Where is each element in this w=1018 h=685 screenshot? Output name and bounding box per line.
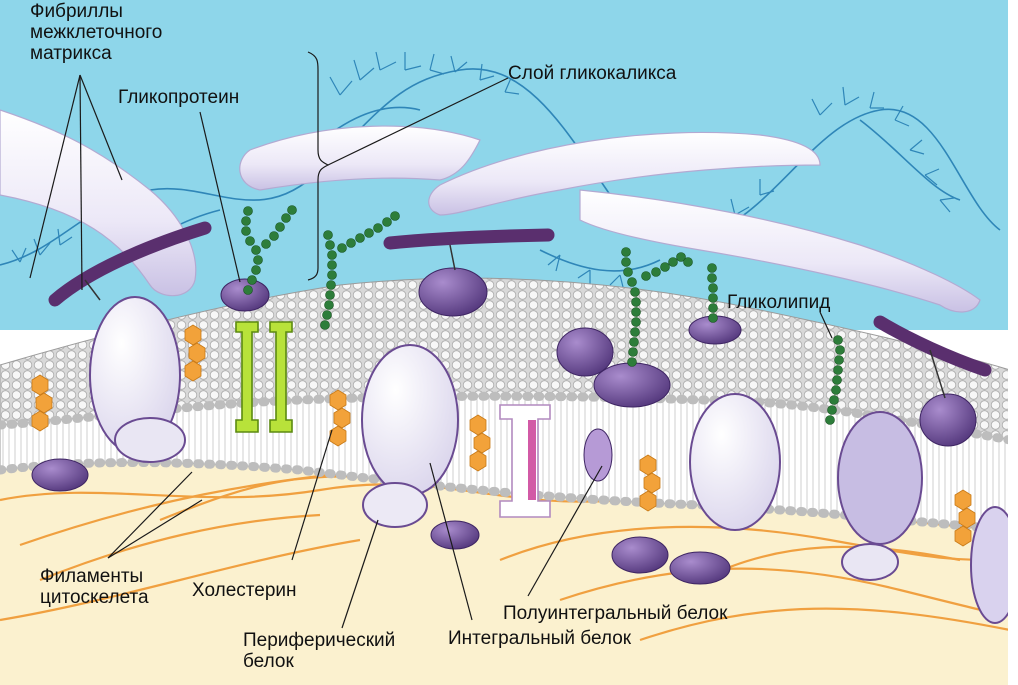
label-glycoprotein: Гликопротеин [118,87,240,108]
semi-integral-protein [499,404,551,518]
label-cytoskeleton-filaments-line-2: цитоскелета [40,587,149,608]
label-semi-integral-protein: Полуинтегральный белок [503,603,728,624]
label-glycolipid: Гликолипид [727,292,831,313]
leader-lines [29,51,833,629]
cholesterol-molecules [31,324,976,547]
label-matrix-fibrils-line-2: межклеточного [30,22,163,43]
label-cytoskeleton-filaments: Филаменты цитоскелета [40,566,149,608]
glycoprotein-receptors [48,221,992,399]
sugar-chains [241,205,845,425]
label-peripheral-protein-line-1: Периферический [243,630,396,651]
label-matrix-fibrils-line-1: Фибриллы [30,1,123,22]
label-cholesterol: Холестерин [192,580,297,601]
label-cytoskeleton-filaments-line-1: Филаменты [40,566,144,587]
label-peripheral-protein: Периферический белок [243,630,395,672]
label-peripheral-protein-line-2: белок [243,651,294,672]
label-matrix-fibrils: Фибриллы межклеточного матрикса [30,1,162,64]
channel-protein [235,321,293,433]
integral-proteins [89,296,1018,624]
peripheral-proteins [31,267,977,585]
image-edge [1008,0,1018,685]
label-matrix-fibrils-line-3: матрикса [30,43,112,64]
label-integral-protein: Интегральный белок [448,628,632,649]
glycocalyx-branches [0,51,1001,292]
label-glycocalyx-layer: Слой гликокаликса [508,63,677,84]
